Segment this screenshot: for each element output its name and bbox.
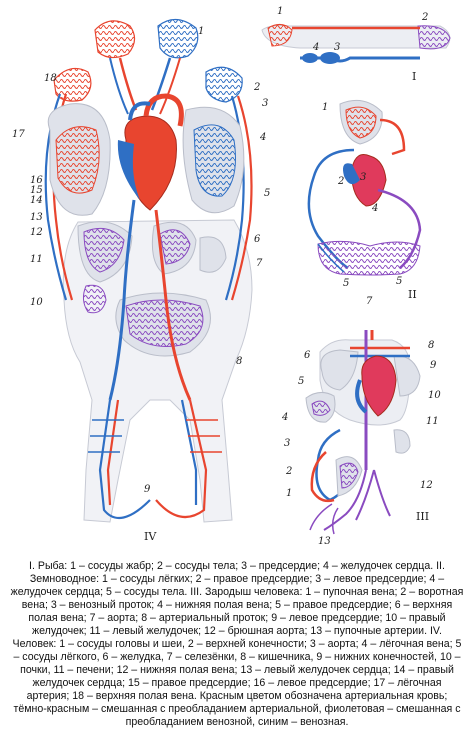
roman-label-II: II [408, 288, 417, 301]
human-label-6: 6 [254, 234, 261, 245]
human-label-2: 2 [253, 82, 260, 93]
embryo-label-5: 5 [298, 376, 304, 387]
embryo-label-2: 2 [285, 466, 292, 477]
human-label-11: 11 [30, 254, 43, 265]
human-label-9: 9 [144, 484, 151, 495]
human-label-10: 10 [30, 297, 43, 308]
amphibian-scheme: 1 2 3 4 5 5 II [307, 99, 422, 301]
spleen [199, 236, 227, 273]
human-label-8: 8 [236, 356, 242, 367]
figure-caption: I. Рыба: 1 – сосуды жабр; 2 – сосуды тел… [10, 560, 464, 728]
amphibian-label-2: 2 [337, 176, 344, 187]
human-label-3: 3 [262, 98, 268, 109]
human-labels: 1 2 3 4 5 6 7 8 9 10 11 12 13 14 15 16 1… [12, 26, 270, 543]
human-label-7: 7 [256, 258, 263, 269]
human-label-13: 13 [30, 212, 43, 223]
human-label-15: 15 [30, 185, 43, 196]
amphibian-label-5: 5 [343, 278, 349, 289]
amphibian-label-1: 1 [322, 102, 328, 113]
amphibian-label-4: 4 [371, 203, 378, 214]
fish-scheme: 1 2 3 4 I [261, 6, 451, 83]
human-label-18: 18 [44, 73, 57, 84]
arm-capillaries-right [205, 66, 243, 103]
circulation-diagram: 1 2 3 4 5 6 7 8 9 10 11 12 13 14 15 16 1… [12, 6, 451, 547]
human-label-14: 14 [30, 195, 43, 206]
fish-label-4: 4 [312, 42, 319, 53]
embryo-label-10: 10 [428, 390, 441, 401]
fish-label-1: 1 [277, 6, 283, 17]
fish-labels: 1 2 3 4 I [277, 6, 428, 83]
human-label-5: 5 [264, 188, 270, 199]
embryo-label-9: 9 [430, 360, 437, 371]
embryo-label-4: 4 [281, 412, 288, 423]
fish-label-2: 2 [421, 12, 428, 23]
embryo-label-1: 1 [286, 488, 292, 499]
embryo-label-12: 12 [420, 480, 433, 491]
embryo-scheme: 1 2 3 4 5 6 7 8 9 10 11 12 13 III [281, 296, 441, 547]
human-label-12: 12 [30, 227, 43, 238]
human-label-1: 1 [198, 26, 204, 37]
embryo-label-3: 3 [284, 438, 290, 449]
embryo-label-7: 7 [366, 296, 373, 307]
embryo-label-13: 13 [318, 536, 331, 547]
human-scheme: 1 2 3 4 5 6 7 8 9 10 11 12 13 14 15 16 1… [12, 18, 270, 543]
amphibian-label-3: 3 [360, 172, 366, 183]
roman-label-III: III [416, 510, 429, 523]
embryo-label-11: 11 [426, 416, 439, 427]
embryo-label-6: 6 [304, 350, 311, 361]
roman-label-I: I [412, 70, 416, 83]
fish-label-3: 3 [334, 42, 340, 53]
roman-label-IV: IV [144, 530, 157, 543]
amphibian-label-5b: 5 [396, 276, 402, 287]
human-label-16: 16 [30, 175, 43, 186]
head-capillaries-left [94, 20, 136, 59]
amphibian-labels: 1 2 3 4 5 5 II [322, 102, 417, 301]
kidney [82, 284, 107, 314]
embryo-label-8: 8 [428, 340, 434, 351]
embryo-labels: 1 2 3 4 5 6 7 8 9 10 11 12 13 III [281, 296, 441, 547]
human-label-4: 4 [259, 132, 266, 143]
human-label-17: 17 [12, 129, 25, 140]
head-capillaries-right [157, 18, 199, 59]
